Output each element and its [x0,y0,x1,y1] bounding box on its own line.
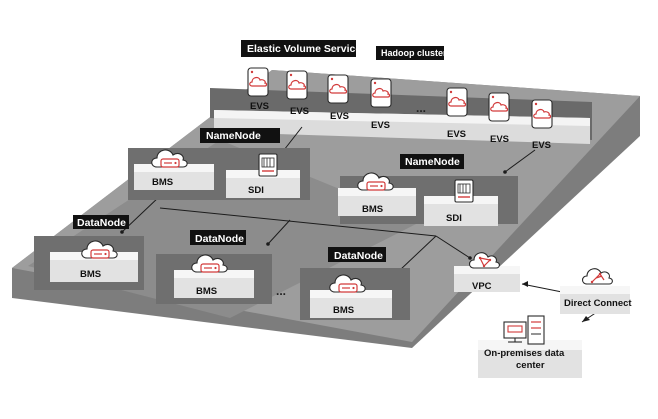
datanode-group-1: DataNode BMS [34,215,144,290]
evs-disk-1 [247,67,269,97]
datanode-group-3: DataNode BMS [300,247,410,320]
sdi-label-nn2: SDI [446,213,462,224]
datanode-group-2: DataNode BMS [156,230,272,304]
evs-label-5: EVS [447,129,466,140]
evs-label-7: EVS [532,140,551,151]
namenode-title-1: NameNode [206,130,261,142]
bms-label-dn3: BMS [333,305,354,316]
evs-disk-3 [327,74,349,104]
evs-disk-4 [370,78,392,108]
evs-service-title: Elastic Volume Service [247,43,361,55]
evs-disk-6 [488,92,510,122]
evs-service-tag: Elastic Volume Service [241,40,361,57]
direct-connect-node: Direct Connect [560,268,632,314]
sdi-icon-nn2 [454,179,474,203]
evs-disk-7 [531,99,553,129]
vpc-node: VPC [454,252,520,292]
datacenter-icon [503,315,545,345]
evs-ellipsis: ... [416,101,426,115]
onprem-label-line1: On-premises data [484,348,565,359]
datanode-title-1: DataNode [77,217,126,229]
sdi-label-nn1: SDI [248,185,264,196]
evs-label-3: EVS [330,111,349,122]
namenode-title-2: NameNode [405,156,460,168]
bms-label-nn1: BMS [152,177,173,188]
onprem-datacenter-node: On-premises data center [478,315,582,378]
evs-label-6: EVS [490,134,509,145]
datanode-ellipsis: ... [276,284,286,298]
evs-disk-2 [286,70,308,100]
onprem-label-line2: center [516,360,545,371]
direct-connect-label: Direct Connect [564,298,632,309]
evs-label-2: EVS [290,106,309,117]
evs-disk-5 [446,87,468,117]
hadoop-cluster-title: Hadoop cluster [381,48,447,58]
sdi-icon-nn1 [258,153,278,177]
bms-label-dn1: BMS [80,269,101,280]
namenode-group-1: NameNode BMS SDI [128,128,310,200]
evs-label-4: EVS [371,120,390,131]
bms-label-dn2: BMS [196,286,217,297]
vpc-label: VPC [472,281,492,292]
namenode-group-2: NameNode BMS SDI [338,154,518,226]
bms-label-nn2: BMS [362,204,383,215]
datanode-title-2: DataNode [195,233,244,245]
hadoop-cluster-tag: Hadoop cluster [376,46,447,60]
vpc-icon [468,252,500,269]
direct-connect-icon [581,268,613,285]
evs-label-1: EVS [250,101,269,112]
datanode-title-3: DataNode [334,250,383,262]
